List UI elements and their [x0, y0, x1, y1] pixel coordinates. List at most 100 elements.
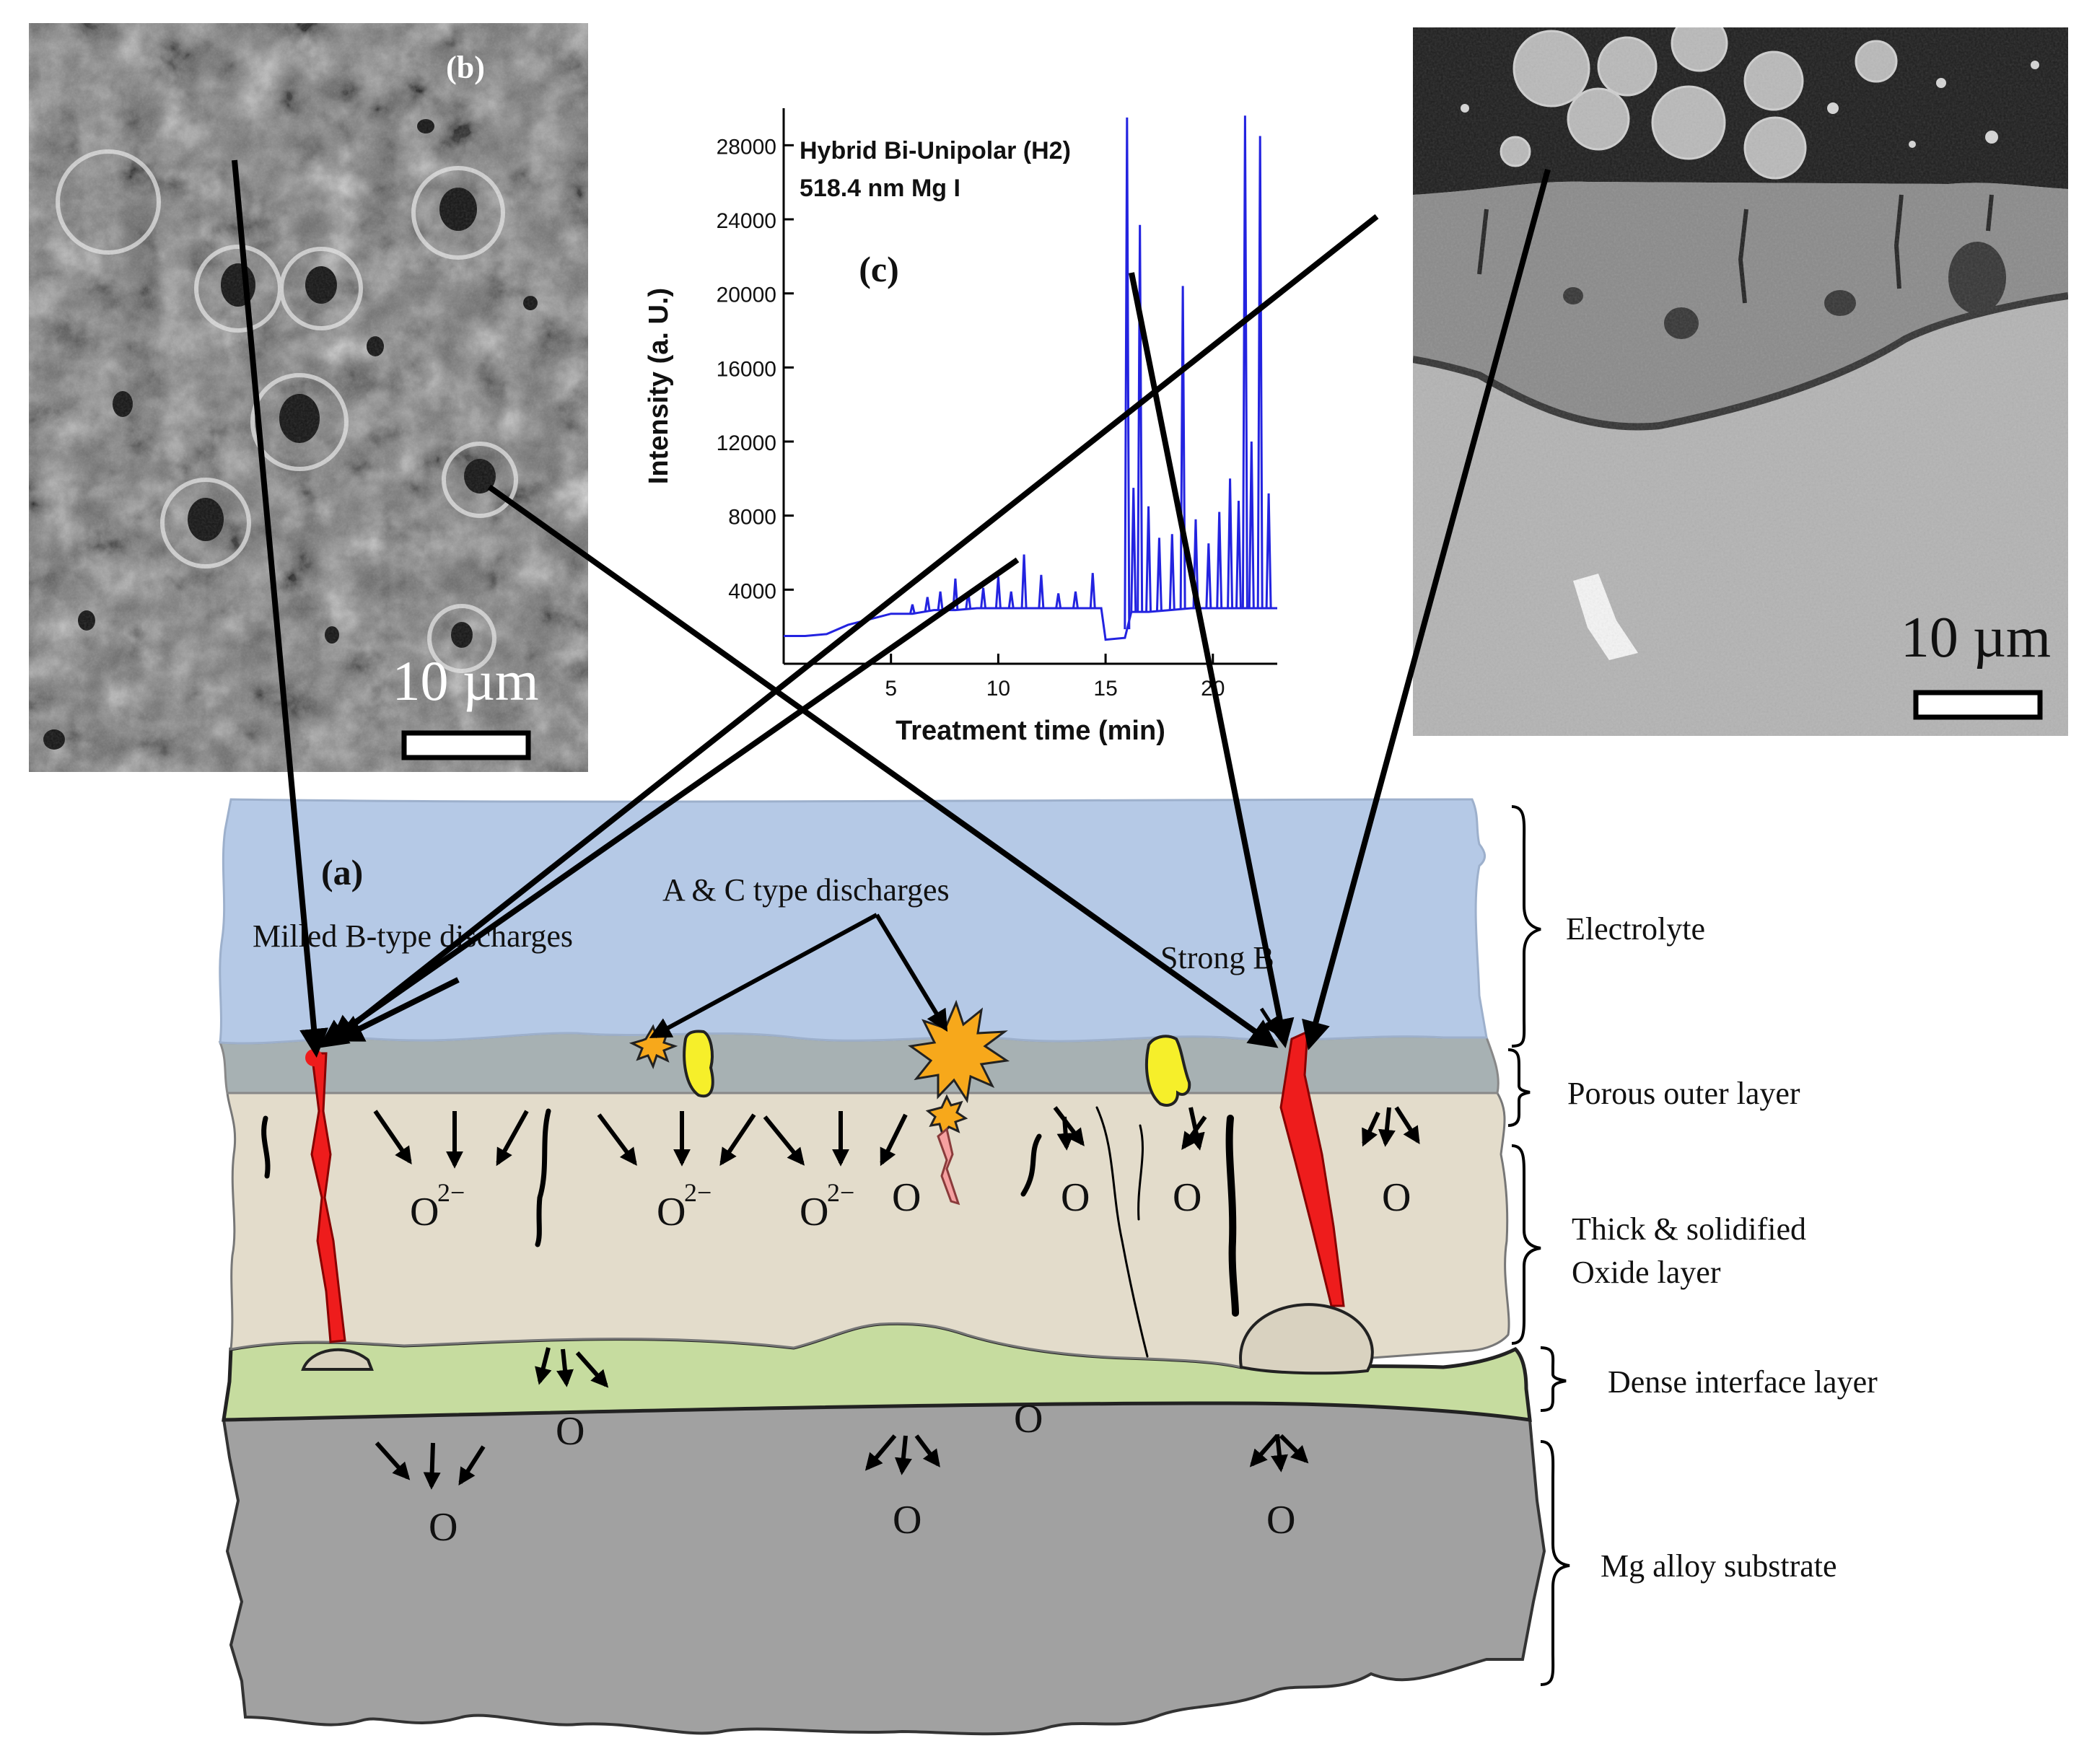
svg-text:2−: 2−	[827, 1178, 854, 1207]
o-label: O	[429, 1505, 458, 1550]
y-tick-label: 16000	[717, 357, 776, 381]
arrow-c-to-mild-b	[318, 557, 1020, 1048]
series-spike	[1179, 286, 1186, 610]
series-spike	[1020, 554, 1028, 609]
panel-sem-cross-section: 10 µm	[1413, 27, 2068, 736]
arrow-b-pore-to-strong-b	[487, 484, 1279, 1048]
layer-braces	[1507, 805, 1570, 1686]
spark-pore	[925, 1094, 968, 1137]
series-spike	[980, 587, 987, 609]
series-spike	[1130, 488, 1137, 613]
series-spike	[1168, 534, 1176, 610]
discharge-strong-b-channel	[1279, 1030, 1345, 1307]
discharge-mild-b-channel	[310, 1052, 346, 1343]
series-spike	[1007, 591, 1015, 609]
o2-label-3: O2−	[800, 1178, 854, 1234]
series-spike	[1216, 512, 1223, 609]
y-tick-label: 28000	[717, 135, 776, 159]
series-spike	[1256, 136, 1264, 609]
y-tick-label: 12000	[717, 431, 776, 455]
arrow-sem-to-mild-b	[328, 214, 1379, 1044]
chart-title: Hybrid Bi-Unipolar (H2)	[800, 137, 1071, 164]
label-oxide-line2: Oxide layer	[1572, 1255, 1721, 1290]
series-spike	[1227, 478, 1234, 609]
series-spike	[937, 591, 944, 610]
o-label: O	[1266, 1498, 1295, 1543]
panel-sem-scale-label: 10 µm	[1901, 606, 2051, 670]
series-spike	[1235, 501, 1242, 609]
chart-subtitle: 518.4 nm Mg I	[800, 175, 960, 202]
series-spike	[924, 597, 931, 612]
panel-b-sem-surface: (b) 10 µm	[29, 23, 588, 772]
yellow-feature-2	[1144, 1035, 1191, 1107]
y-tick-label: 8000	[728, 506, 776, 530]
series-spike	[909, 604, 916, 615]
arrow-ac-to-small-spark	[649, 913, 878, 1038]
panel-b-tag: (b)	[446, 50, 485, 85]
svg-text:2−: 2−	[437, 1178, 465, 1207]
series-spike	[1038, 574, 1045, 609]
oxide-cracks	[261, 1106, 1239, 1358]
interface-mound-left	[301, 1348, 374, 1371]
series-spike	[994, 576, 1002, 609]
svg-text:O: O	[800, 1190, 828, 1234]
arrow-ac-to-large-spark	[875, 913, 948, 1032]
series-spike	[1248, 441, 1255, 609]
label-oxide-line1: Thick & solidified	[1572, 1211, 1806, 1247]
y-tick-label: 24000	[717, 209, 776, 233]
o-label: O	[1014, 1397, 1043, 1442]
chart-ylabel: Intensity (a. U.)	[644, 288, 674, 484]
series-spike	[1137, 224, 1144, 613]
series-spike	[1124, 117, 1131, 630]
panel-b-scale-bar	[401, 730, 531, 760]
arrow-b-to-mild-b	[232, 159, 329, 1058]
chart-xlabel: Treatment time (min)	[896, 716, 1165, 746]
series-spike	[1055, 593, 1062, 609]
arrow-strong-b-label	[1259, 1007, 1279, 1037]
svg-text:2−: 2−	[684, 1178, 712, 1207]
y-tick-label: 20000	[717, 284, 776, 307]
o-label: O	[893, 1498, 921, 1543]
label-dense-interface: Dense interface layer	[1608, 1364, 1878, 1400]
panel-a-tag: (a)	[321, 852, 363, 892]
series-spike	[1072, 591, 1079, 609]
series-spike	[1155, 537, 1163, 611]
series-spike	[1089, 573, 1096, 609]
arrow-c-to-strong-b	[1129, 272, 1295, 1048]
chart-series	[784, 115, 1277, 641]
connector-arrows	[232, 159, 1551, 1058]
o-label: O	[1061, 1175, 1090, 1220]
svg-text:O: O	[657, 1190, 686, 1234]
x-tick-label: 10	[986, 677, 1010, 701]
o2-label-2: O2−	[657, 1178, 712, 1234]
annotation-strong-b: Strong B	[1160, 940, 1274, 975]
label-electrolyte: Electrolyte	[1566, 911, 1705, 947]
x-tick-label: 5	[885, 677, 897, 701]
layer-electrolyte	[219, 798, 1488, 1045]
panel-a-schematic: O2− O2− O2− O O O O O O O O O (a) Milled…	[218, 798, 1878, 1736]
series-spike	[1205, 543, 1212, 609]
series-spike	[1145, 506, 1152, 613]
annotation-mild-b: Milled B-type discharges	[253, 918, 573, 954]
x-tick-label: 15	[1093, 677, 1117, 701]
oxygen-labels: O2− O2− O2− O O O O O O O O O	[410, 1175, 1411, 1550]
label-substrate: Mg alloy substrate	[1601, 1548, 1837, 1584]
interface-mound-right	[1239, 1303, 1374, 1375]
o-label: O	[1173, 1175, 1201, 1220]
y-tick-label: 4000	[728, 579, 776, 603]
yellow-feature-1	[683, 1030, 714, 1098]
o-label: O	[892, 1175, 921, 1220]
panel-b-scale-label: 10 µm	[392, 649, 538, 712]
series-spike	[1265, 493, 1272, 609]
panel-sem-scale-bar	[1913, 690, 2043, 720]
svg-text:O: O	[410, 1190, 439, 1234]
panel-c-tag: (c)	[859, 249, 899, 289]
series-spike	[1241, 115, 1248, 609]
annotation-ac-type: A & C type discharges	[662, 872, 950, 908]
arrow-sem-to-strong-b	[1302, 168, 1551, 1050]
label-porous-outer: Porous outer layer	[1567, 1076, 1800, 1111]
layer-substrate	[222, 1401, 1546, 1736]
